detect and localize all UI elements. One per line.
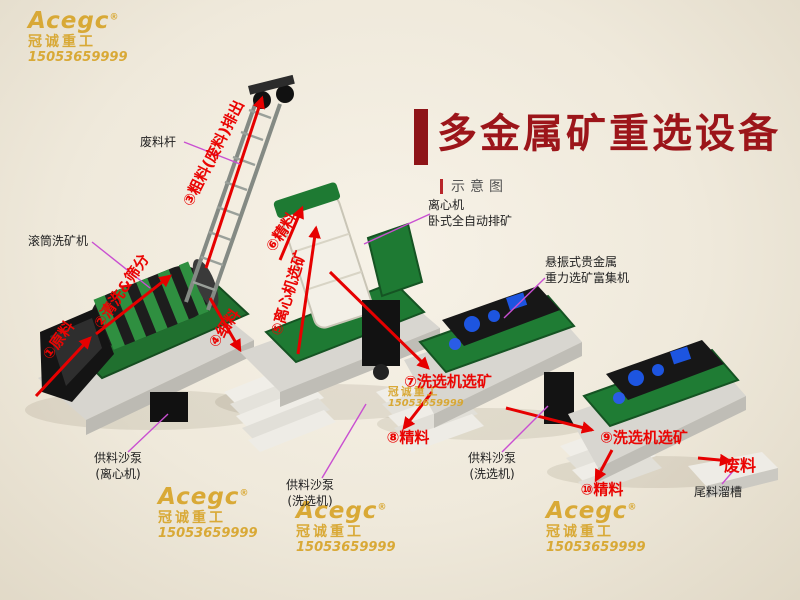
label-line: 卧式全自动排矿: [428, 214, 513, 229]
label-drum-washer: 滚筒洗矿机: [28, 233, 88, 249]
watermark-phone: 15053659999: [296, 539, 396, 555]
label-feed-pump-washer-2: 供料沙泵 (洗选机): [468, 450, 516, 482]
label-tailings-chute: 尾料溜槽: [694, 484, 742, 500]
label-feed-pump-centrifuge: 供料沙泵 (离心机): [94, 450, 142, 482]
watermark-company: 冠诚重工: [388, 386, 440, 399]
watermark-phone: 15053659999: [546, 539, 646, 555]
label-line: 离心机: [428, 198, 465, 212]
watermark-company: 冠诚重工: [158, 510, 226, 527]
flow-step-7-washer-selection: ⑦洗选机选矿: [404, 372, 492, 391]
shaker-washer-1: [376, 286, 582, 452]
watermark-brand-text: Acegc: [28, 8, 110, 34]
watermark-phone: 15053659999: [158, 525, 258, 541]
watermark-reg-mark: ®: [109, 12, 120, 23]
watermark-reg-mark: ®: [377, 502, 388, 513]
watermark-phone: 15053659999: [388, 397, 464, 409]
watermark-phone: 15053659999: [28, 49, 128, 65]
label-line: (洗选机): [469, 467, 515, 482]
watermark-brand-text: Acegc: [296, 498, 378, 524]
page-title: 多金属矿重选设备: [437, 111, 781, 157]
waste-discharge-ladder: [184, 74, 295, 311]
watermark: Acegc® 冠诚重工 15053659999: [296, 498, 396, 555]
flow-arrows: [34, 95, 733, 483]
label-vibrating-concentrator: 悬振式贵金属 重力选矿富集机: [545, 254, 629, 286]
label-line: 供料沙泵: [286, 478, 335, 492]
centrifuge-machine: [224, 182, 440, 452]
watermark-brand: Acegc®: [546, 498, 646, 524]
label-line: 滚筒洗矿机: [28, 234, 89, 248]
watermark-reg-mark: ®: [239, 488, 250, 499]
tailings-chute: [688, 452, 778, 486]
label-line: 供料沙泵: [94, 451, 143, 465]
flow-step-9-washer-selection: ⑨洗选机选矿: [600, 428, 688, 447]
watermark: 冠诚重工 15053659999: [388, 386, 464, 410]
page-title-block: 多金属矿重选设备: [414, 106, 781, 165]
label-line: 重力选矿富集机: [545, 271, 630, 286]
watermark: Acegc® 冠诚重工 15053659999: [546, 498, 646, 555]
watermark: Acegc® 冠诚重工 15053659999: [158, 484, 258, 541]
watermark-brand-text: Acegc: [158, 484, 240, 510]
label-leader-lines: [91, 141, 735, 485]
flow-waste-output: 废料: [723, 456, 757, 475]
shaker-washer-2: [560, 340, 778, 498]
watermark: Acegc® 冠诚重工 15053659999: [28, 8, 128, 65]
watermark-company: 冠诚重工: [28, 34, 96, 51]
watermark-brand: Acegc®: [158, 484, 258, 510]
label-line: 悬振式贵金属: [545, 255, 618, 269]
watermark-reg-mark: ®: [627, 502, 638, 513]
flow-step-8-concentrate: ⑧精料: [386, 428, 430, 447]
watermark-company: 冠诚重工: [546, 524, 614, 541]
flow-step-10-concentrate: ⑩精料: [580, 480, 624, 499]
watermark-brand: Acegc®: [28, 8, 128, 34]
page-subtitle-block: 示意图: [440, 176, 508, 196]
label-feed-pump-washer-1: 供料沙泵 (洗选机): [286, 477, 334, 509]
label-line: (洗选机): [287, 494, 333, 509]
label-line: 尾料溜槽: [694, 485, 743, 499]
subtitle-accent-bar: [440, 178, 443, 194]
label-line: 废料杆: [140, 135, 177, 149]
page-subtitle: 示意图: [451, 179, 508, 195]
label-line: 供料沙泵: [468, 451, 517, 465]
watermark-brand: Acegc®: [296, 498, 396, 524]
label-centrifuge: 离心机 卧式全自动排矿: [428, 197, 512, 229]
watermark-company: 冠诚重工: [296, 524, 364, 541]
watermark-brand-text: Acegc: [546, 498, 628, 524]
title-accent-bar: [414, 109, 428, 165]
label-line: (离心机): [95, 467, 141, 482]
label-waste-rod: 废料杆: [140, 134, 176, 150]
